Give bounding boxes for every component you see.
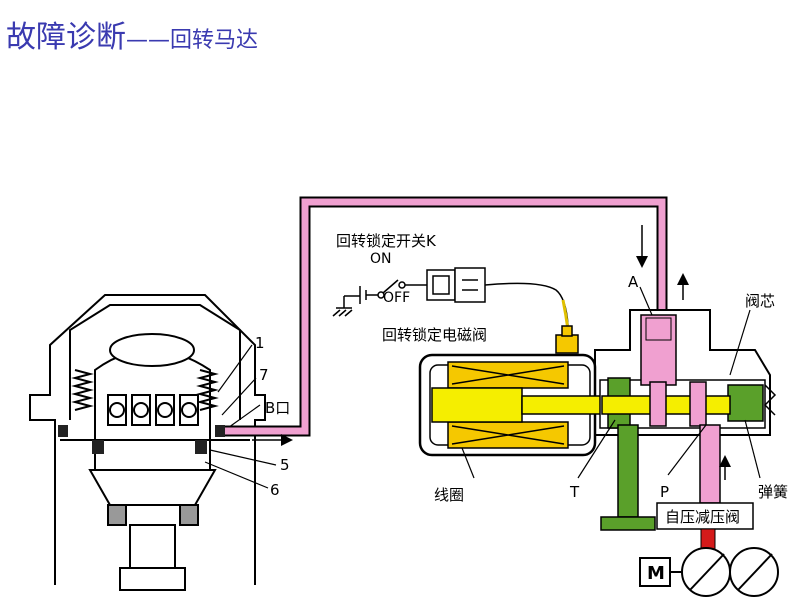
label-spool: 阀芯	[745, 292, 775, 310]
plunger	[431, 387, 603, 423]
label-port-t: T	[569, 483, 580, 501]
solenoid-terminal	[555, 325, 579, 354]
spring-left	[71, 369, 94, 411]
motor-seals	[58, 425, 225, 454]
swing-motor	[29, 294, 266, 591]
label-lock-switch: 回转锁定开关K	[336, 232, 437, 250]
label-part-1: 1	[255, 334, 265, 352]
label-port-a: A	[628, 273, 639, 291]
label-relief-valve: 自压减压阀	[665, 508, 740, 526]
spring-right	[196, 369, 219, 411]
valve-callouts	[461, 286, 761, 479]
label-part-5: 5	[280, 456, 290, 474]
output-shaft	[129, 524, 176, 571]
motor-pump-unit	[639, 547, 779, 597]
motor-housing	[29, 294, 266, 585]
label-part-7: 7	[259, 366, 269, 384]
motor-callouts	[204, 344, 277, 489]
label-switch-off: OFF	[383, 290, 410, 306]
label-port-p: P	[660, 483, 669, 501]
port-p-passage	[699, 424, 721, 504]
tank-passage	[600, 377, 764, 531]
label-coil: 线圈	[434, 486, 464, 504]
valve-spool	[601, 381, 731, 427]
label-switch-on: ON	[370, 251, 392, 267]
relief-valve-box	[656, 502, 754, 530]
lock-switch	[332, 279, 428, 317]
connector-plug	[426, 267, 569, 326]
cylinder-block	[94, 439, 211, 471]
label-spring: 弹簧	[758, 483, 788, 501]
title-main: 故障诊断	[6, 20, 126, 55]
title-sub: ——回转马达	[126, 28, 259, 53]
label-b-port: B口	[265, 399, 290, 417]
label-motor: M	[647, 563, 665, 584]
label-lock-solenoid: 回转锁定电磁阀	[382, 326, 487, 344]
label-part-6: 6	[270, 481, 280, 499]
pistons	[107, 394, 199, 426]
page-title: 故障诊断——回转马达	[6, 12, 258, 56]
solenoid-coil	[447, 361, 569, 449]
